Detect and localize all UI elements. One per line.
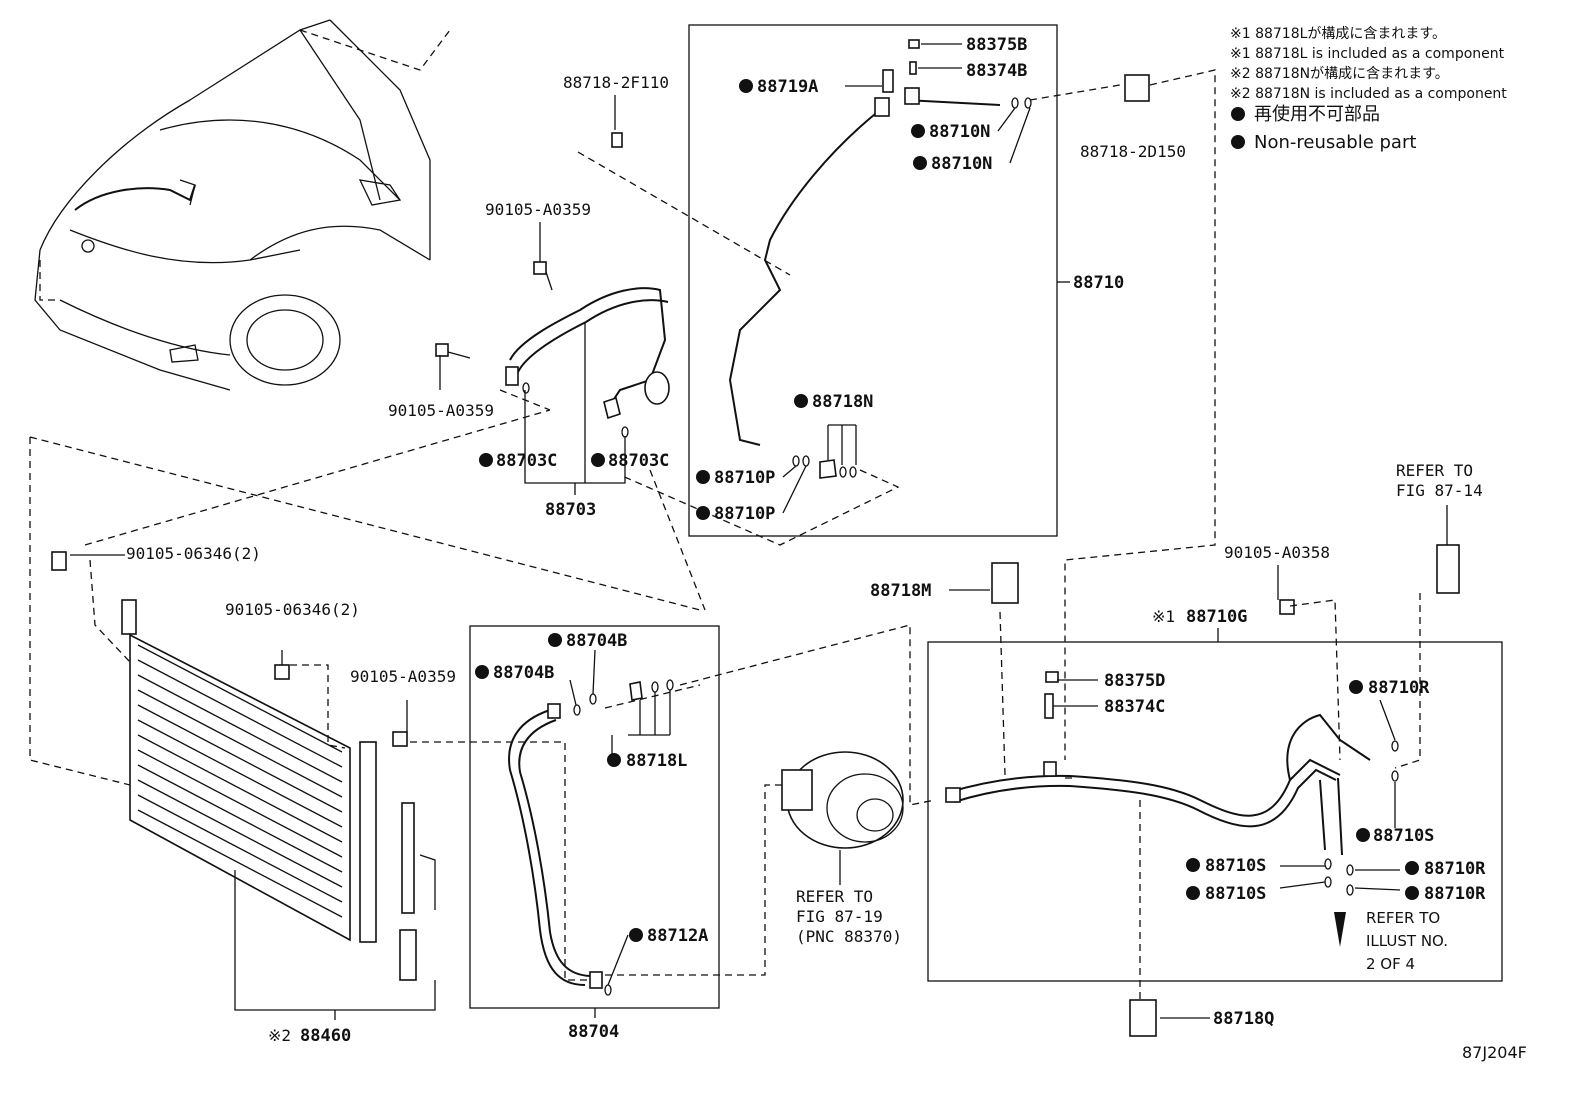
bracket-88718M-icon <box>991 562 1019 604</box>
label-88710P[interactable]: 88710P <box>714 468 775 488</box>
label-88704B[interactable]: 88704B <box>493 663 554 683</box>
refer-note-87-14: REFER TO <box>1396 461 1473 480</box>
note-2-en: ※2 88718N is included as a component <box>1230 86 1507 102</box>
label-88718-2D150[interactable]: 88718-2D150 <box>1080 142 1186 161</box>
refer-note-87-19: (PNC 88370) <box>796 927 902 946</box>
bolt-icon <box>533 261 547 275</box>
clamp-icon <box>611 132 623 148</box>
bolt-icon <box>392 731 408 747</box>
label-88710[interactable]: 88710 <box>1073 273 1124 293</box>
label-88710R[interactable]: 88710R <box>1368 678 1430 698</box>
label-88718M[interactable]: 88718M <box>870 581 931 601</box>
label-88710N[interactable]: 88710N <box>929 122 990 142</box>
label-88718L[interactable]: 88718L <box>626 751 687 771</box>
label-88710S[interactable]: 88710S <box>1205 884 1266 904</box>
hose-88704 <box>508 679 674 996</box>
label-88460[interactable]: 88460 <box>300 1026 351 1046</box>
label-88374C[interactable]: 88374C <box>1104 697 1165 717</box>
bolt-icon <box>435 343 449 357</box>
label-88710S[interactable]: 88710S <box>1373 826 1434 846</box>
label-88719A[interactable]: 88719A <box>757 77 818 97</box>
label-88710S[interactable]: 88710S <box>1205 856 1266 876</box>
label-88710G-prefix: ※1 <box>1152 607 1175 626</box>
label-90105-06346[interactable]: 90105-06346(2) <box>225 600 360 619</box>
condenser-88460 <box>51 551 417 981</box>
pipe-88710G <box>945 74 1460 1037</box>
label-88703C[interactable]: 88703C <box>608 451 669 471</box>
label-88375B[interactable]: 88375B <box>966 35 1027 55</box>
non-reusable-markers <box>475 79 1419 942</box>
connector-icon <box>1436 544 1460 594</box>
refer-illust-note: REFER TO <box>1366 909 1440 927</box>
non-reusable-marker-icon <box>1231 135 1245 149</box>
label-88710R[interactable]: 88710R <box>1424 859 1486 879</box>
non-reusable-marker-icon <box>1231 107 1245 121</box>
label-88710R[interactable]: 88710R <box>1424 884 1486 904</box>
label-88710N[interactable]: 88710N <box>931 154 992 174</box>
bracket-88718-2D150-icon <box>1124 74 1150 102</box>
label-88703[interactable]: 88703 <box>545 500 596 520</box>
notes-block: ※1 88718Lが構成に含まれます。 ※1 88718L is include… <box>1230 26 1507 153</box>
pressure-switch-icon <box>882 69 894 93</box>
refer-note-87-14[interactable]: FIG 87-14 <box>1396 481 1483 500</box>
label-88710G[interactable]: 88710G <box>1186 607 1247 627</box>
refer-note-87-19: REFER TO <box>796 887 873 906</box>
label-90105-A0358[interactable]: 90105-A0358 <box>1224 543 1330 562</box>
vehicle-illustration <box>34 19 451 391</box>
note-2-jp: ※2 88718Nが構成に含まれます。 <box>1230 66 1449 82</box>
label-88703C[interactable]: 88703C <box>496 451 557 471</box>
refer-illust-note[interactable]: ILLUST NO. <box>1366 932 1448 950</box>
group-box-88710 <box>688 24 1058 537</box>
label-88718-2F110[interactable]: 88718-2F110 <box>563 73 669 92</box>
legend-en: Non-reusable part <box>1254 132 1416 153</box>
label-88375D[interactable]: 88375D <box>1104 671 1165 691</box>
label-88718N[interactable]: 88718N <box>812 392 873 412</box>
label-88374B[interactable]: 88374B <box>966 61 1027 81</box>
label-88460-prefix: ※2 <box>268 1026 291 1045</box>
group-box-88704 <box>469 625 720 1009</box>
compressor <box>781 751 904 849</box>
label-88710P[interactable]: 88710P <box>714 504 775 524</box>
bolt-icon <box>1279 599 1295 615</box>
bracket-88718Q-icon <box>1129 999 1157 1037</box>
note-1-jp: ※1 88718Lが構成に含まれます。 <box>1230 26 1446 42</box>
down-arrow-icon <box>1334 912 1346 947</box>
pipe-88710 <box>728 39 1032 479</box>
bolt-icon <box>51 551 67 571</box>
legend-jp: 再使用不可部品 <box>1254 104 1380 125</box>
label-88712A[interactable]: 88712A <box>647 926 708 946</box>
refer-illust-note: 2 OF 4 <box>1366 955 1415 973</box>
group-box-88710G <box>927 641 1503 982</box>
label-90105-A0359[interactable]: 90105-A0359 <box>350 667 456 686</box>
bolt-icon <box>274 664 290 680</box>
label-88704B[interactable]: 88704B <box>566 631 627 651</box>
refer-note-87-19[interactable]: FIG 87-19 <box>796 907 883 926</box>
figure-code: 87J204F <box>1462 1043 1527 1062</box>
hose-88703 <box>435 132 670 438</box>
label-90105-A0359[interactable]: 90105-A0359 <box>485 200 591 219</box>
note-1-en: ※1 88718L is included as a component <box>1230 46 1505 62</box>
label-90105-A0359[interactable]: 90105-A0359 <box>388 401 494 420</box>
label-90105-06346[interactable]: 90105-06346(2) <box>126 544 261 563</box>
label-88718Q[interactable]: 88718Q <box>1213 1009 1274 1029</box>
label-88704[interactable]: 88704 <box>568 1022 619 1042</box>
